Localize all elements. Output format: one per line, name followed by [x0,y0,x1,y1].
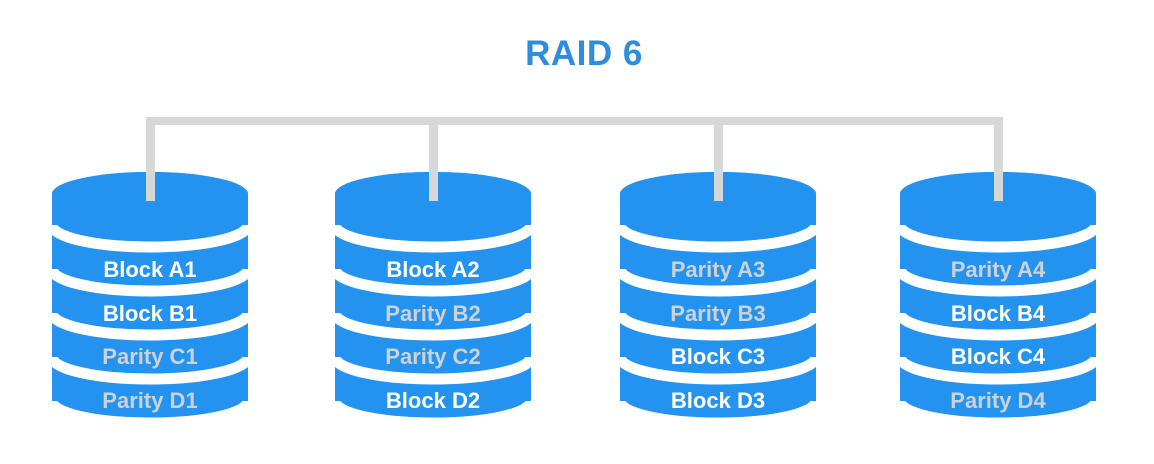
bus-drop-3 [714,117,723,201]
disk-1-separator-5 [52,400,248,429]
bus-drop-4 [994,117,1003,201]
disk-2: Block A2 Parity B2 Parity C2 Block D2 [335,172,531,429]
disk-2-separator-4 [335,356,531,385]
disk-4-separator-1 [900,224,1096,253]
disk-1-cylinder-body [52,172,248,424]
diagram-title: RAID 6 [525,34,643,73]
disk-2-separator-3 [335,312,531,341]
disk-4-segment-label: Parity D4 [950,388,1046,413]
disk-4-separator-4 [900,356,1096,385]
disk-3-segment-label: Block D3 [671,388,765,413]
bus-drop-2 [429,117,438,201]
disk-1-separator-1 [52,224,248,253]
disk-2-cylinder-body [335,172,531,424]
disk-2-segment-label: Parity B2 [385,301,480,326]
disk-4-segment-label: Block C4 [951,344,1046,369]
disk-4-cylinder-body [900,172,1096,424]
disk-2-segment-label: Parity C2 [385,344,480,369]
disk-1-separator-3 [52,312,248,341]
disk-4-segment-label: Block B4 [951,301,1046,326]
disk-2-separator-5 [335,400,531,429]
disk-4-separator-5 [900,400,1096,429]
disk-3-separator-3 [620,312,816,341]
disk-3-separator-1 [620,224,816,253]
disk-4-segment-label: Parity A4 [951,257,1046,282]
disk-4-separator-2 [900,268,1096,297]
disk-3-segment-label: Block C3 [671,344,765,369]
disk-3-cylinder-body [620,172,816,424]
disk-1-segment-label: Block A1 [103,257,196,282]
disk-1: Block A1 Block B1 Parity C1 Parity D1 [52,172,248,429]
disk-2-separator-1 [335,224,531,253]
disk-2-separator-2 [335,268,531,297]
disk-1-separator-4 [52,356,248,385]
disk-3-separator-2 [620,268,816,297]
disk-4: Parity A4 Block B4 Block C4 Parity D4 [900,172,1096,429]
disk-4-separator-3 [900,312,1096,341]
disk-3-separator-4 [620,356,816,385]
bus-line [146,117,1003,125]
disk-2-segment-label: Block A2 [386,257,479,282]
disk-2-segment-label: Block D2 [386,388,480,413]
disk-1-separator-2 [52,268,248,297]
disk-3-segment-label: Parity B3 [670,301,765,326]
disk-3: Parity A3 Parity B3 Block C3 Block D3 [620,172,816,429]
disk-3-separator-5 [620,400,816,429]
disk-1-segment-label: Parity C1 [102,344,197,369]
disk-3-segment-label: Parity A3 [671,257,766,282]
disk-1-segment-label: Parity D1 [102,388,197,413]
bus-drop-1 [146,117,155,201]
disk-1-segment-label: Block B1 [103,301,197,326]
